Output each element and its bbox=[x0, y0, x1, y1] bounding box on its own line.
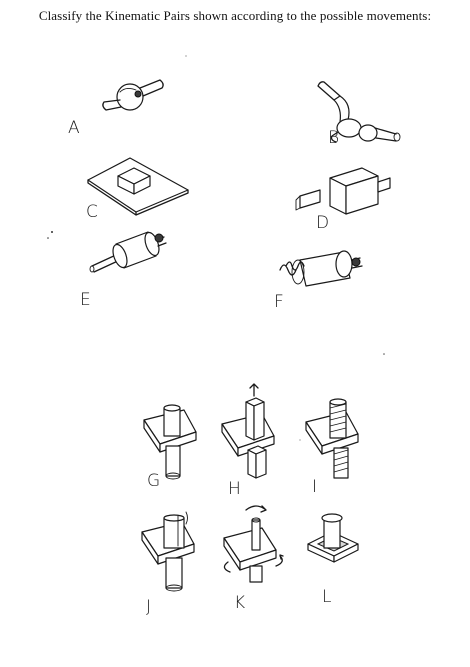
figure-label-e: E bbox=[80, 290, 91, 310]
scan-speckles bbox=[47, 55, 385, 441]
figure-label-f: F bbox=[274, 292, 284, 312]
figure-label-g: G bbox=[147, 471, 160, 491]
figure-label-b: B bbox=[328, 128, 339, 148]
rotating-block-icon bbox=[223, 505, 284, 583]
pin-in-square-base-icon bbox=[307, 513, 359, 563]
page-title: Classify the Kinematic Pairs shown accor… bbox=[38, 8, 432, 23]
spherical-pair-icon bbox=[102, 79, 164, 111]
cylindrical-pair-icon bbox=[89, 231, 167, 273]
figure-label-c: C bbox=[86, 202, 98, 222]
figure-label-j: J bbox=[146, 597, 151, 617]
universal-joint-icon bbox=[317, 81, 401, 143]
figure-label-i: I bbox=[312, 477, 317, 497]
figure-label-d: D bbox=[316, 213, 329, 233]
planar-pair-icon bbox=[87, 157, 189, 216]
figure-label-a: A bbox=[68, 118, 80, 138]
figure-label-h: H bbox=[228, 479, 241, 499]
prismatic-pair-icon bbox=[295, 167, 391, 215]
screw-pair-icon bbox=[279, 250, 363, 287]
square-pin-in-block-icon bbox=[221, 383, 275, 479]
figure-label-k: K bbox=[234, 593, 245, 613]
collared-pin-in-block-icon bbox=[141, 511, 195, 592]
revolute-pin-in-block-icon bbox=[143, 404, 197, 480]
threaded-pin-in-block-icon bbox=[305, 398, 359, 479]
figure-label-l: L bbox=[322, 587, 331, 607]
